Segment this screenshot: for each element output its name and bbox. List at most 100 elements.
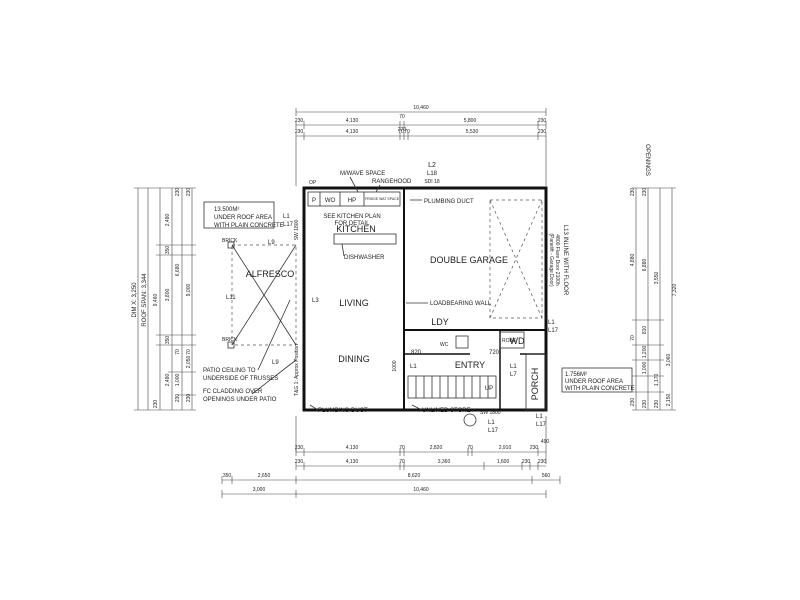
dim-bot-r2-g: 230 (538, 459, 547, 465)
left-dimensions: DIM X: 3,250 ROOF SPAN: 3,344 9,460 2,48… (132, 188, 196, 411)
top-dimensions: 10,460 230 4,130 70 5,800 230 270 230 4,… (295, 105, 547, 186)
dim-bot-r1-d: 2,820 (430, 445, 443, 451)
dim-top-r1-c: 70 (399, 114, 405, 120)
bottom-dimensions: 230 4,130 70 2,820 70 2,910 230 490 230 … (221, 416, 561, 498)
dim-right-f: 1,200 (642, 346, 648, 359)
unlined-store-label: UNLINED STORE (422, 408, 471, 414)
brick-label-bottom: BRICK (222, 337, 238, 343)
dim-left-b: 350 (165, 246, 171, 255)
entry-label: ENTRY (455, 360, 485, 370)
roof-area-2-line3: WITH PLAIN CONCRETE (565, 386, 635, 392)
l2-label: L2 (428, 162, 436, 169)
roof-area-callout-2: 1.756M² UNDER ROOF AREA WITH PLAIN CONCR… (561, 367, 635, 393)
l1-porch-label: L1 (536, 414, 543, 420)
kitchen-label: KITCHEN (336, 224, 376, 234)
dim-left-n: 2,050 (186, 356, 192, 369)
kitchen-island (333, 233, 397, 245)
roof-area-1-line1: 13.500M² (214, 207, 239, 213)
vertical-note-label: T&G 1: Approx Position (294, 344, 300, 396)
water-meter-symbol (463, 413, 477, 427)
dim-left-g: 9,000 (186, 284, 192, 297)
patio-note-2: UNDERSIDE OF TRUSSES (203, 376, 278, 382)
dim-bot-r3-a: 350 (223, 473, 232, 479)
dim-right-l: 70 (630, 335, 636, 341)
dim-bot-r2-c: 70 (399, 459, 405, 465)
dim-right-i: 2,150 (666, 394, 672, 407)
dim-bot-r2-a: 230 (295, 459, 304, 465)
dim-right-b: 3,550 (654, 272, 660, 285)
dim-bot-r1-b: 4,130 (346, 445, 359, 451)
dim-bot-r4-a: 3,000 (253, 487, 266, 493)
alfresco-area: ALFRESCO L9 L9 L11 BRICK BRICK (222, 238, 297, 366)
roof-area-2-line1: 1.756M² (565, 372, 587, 378)
dim-top-r1-e: 230 (538, 118, 547, 124)
sw-bottom-label: SW 1800 (480, 410, 501, 416)
post-bottom-left (227, 341, 235, 349)
loadbearing-wall-label: LOADBEARING WALL (430, 301, 492, 307)
dim-bot-r1-g: 230 (530, 445, 539, 451)
dim-left-d: 350 (165, 336, 171, 345)
l17-right-label: L17 (548, 328, 559, 334)
porch-label: PORCH (530, 368, 540, 401)
dim-left-p: 230 (153, 400, 159, 409)
dim-top-r2-f: 230 (538, 129, 547, 135)
dim-left-f: 6,680 (175, 264, 181, 277)
dim-right-g: 1,000 (642, 362, 648, 375)
dishwasher-label: DISHWASHER (344, 255, 385, 261)
l7-label: L7 (510, 372, 517, 378)
l13-note: L13 INLINE WITH FLOOR 4800 Flare Door 21… (548, 225, 568, 296)
dim-left-o: 70 (175, 349, 181, 355)
dim-right-j: 230 (630, 188, 636, 197)
dim-bot-r1-c: 70 (399, 445, 405, 451)
l1-right-label: L1 (548, 320, 555, 326)
brick-label-top: BRICK (222, 238, 238, 244)
wd-label: WD (510, 336, 525, 346)
l1-entry-label: L1 (410, 364, 417, 370)
ldy-label: LDY (431, 317, 449, 327)
dim-right-overall: 7,320 (672, 284, 678, 297)
stair-up-label: UP (485, 386, 493, 392)
patio-note-3: FC CLADDING OVER (203, 389, 263, 395)
roof-area-callout-1: 13.500M² UNDER ROOF AREA WITH PLAIN CONC… (203, 201, 284, 229)
dim-right-openings: OPENINGS (644, 144, 650, 176)
l1-bottom-label: L1 (488, 420, 495, 426)
dim-left-roofspan: ROOF SPAN: 3,344 (142, 273, 148, 327)
post-top-left (227, 241, 235, 249)
dim-top-overall: 10,460 (413, 105, 429, 111)
roof-area-1-line2: UNDER ROOF AREA (214, 215, 272, 221)
dim-right-d: 3,060 (666, 354, 672, 367)
for-detail-label: FOR DETAIL (335, 221, 371, 227)
dim-right-e: 810 (642, 326, 648, 335)
alfresco-label: ALFRESCO (246, 269, 295, 279)
dim-720-label: 720 (489, 350, 500, 356)
wc-label: WC (440, 342, 449, 348)
laundry-tub (455, 335, 469, 349)
alfresco-l9-top: L9 (268, 240, 275, 246)
dim-right-k: 230 (642, 188, 648, 197)
dim-top-r1-b: 4,130 (346, 118, 359, 124)
dim-right-a: 4,880 (630, 254, 636, 267)
roof-area-2-line2: UNDER ROOF AREA (565, 379, 623, 385)
alfresco-l11: L11 (226, 295, 236, 301)
l3-label: L3 (312, 298, 319, 304)
roof-area-1-line3: WITH PLAIN CONCRETE (214, 223, 284, 229)
dim-left-c: 3,800 (165, 289, 171, 302)
fridge-space-label: FRIDGE WAT SPACE (365, 197, 400, 201)
see-kitchen-label: SEE KITCHEN PLAN (323, 214, 380, 220)
l13-note-2: 4800 Flare Door 2100h (554, 234, 560, 286)
dim-bot-r1-f: 2,910 (499, 445, 512, 451)
dim-bot-r3-c: 8,620 (408, 473, 421, 479)
hp-label: HP (348, 198, 356, 204)
living-label: LIVING (339, 298, 369, 308)
dim-left-k: 230 (186, 188, 192, 197)
alfresco-l9-bottom: L9 (272, 360, 279, 366)
plumbing-duct-top-label: PLUMBING DUCT (424, 199, 474, 205)
dim-top-r1-d: 5,800 (464, 118, 477, 124)
double-garage-label: DOUBLE GARAGE (430, 255, 508, 265)
sw-left-label: SW 1800 (294, 220, 300, 241)
dim-right-n: 230 (642, 400, 648, 409)
patio-note-1: PATIO CEILING TO (203, 368, 256, 374)
dim-bot-r3-b: 2,650 (258, 473, 271, 479)
dim-left-l: 230 (175, 188, 181, 197)
